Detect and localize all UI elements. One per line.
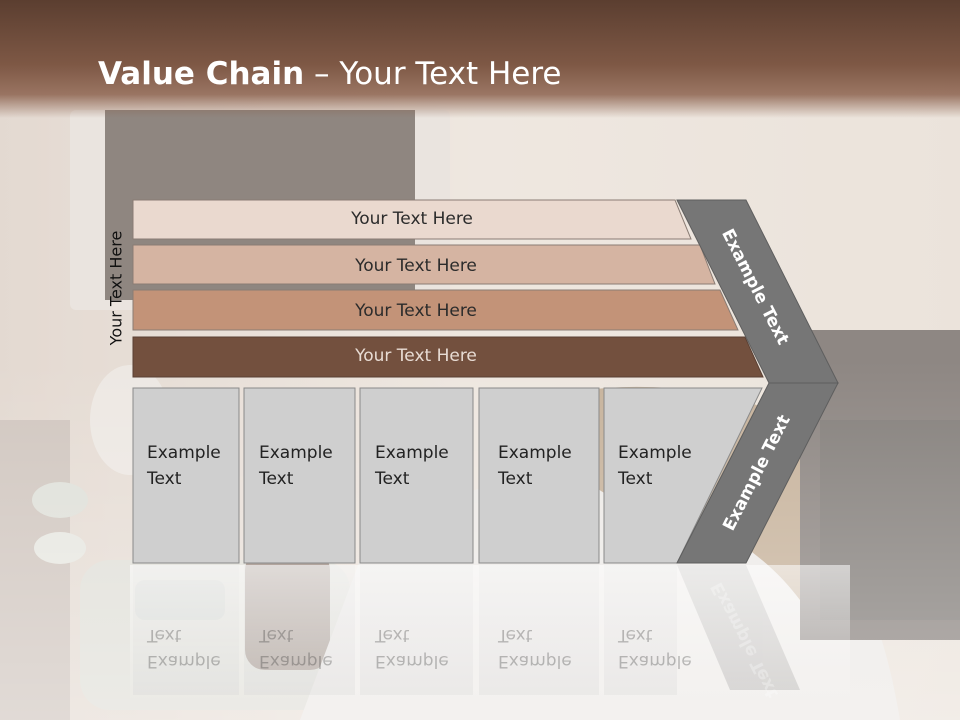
box-1-reflection-line1: Example	[147, 651, 221, 671]
box-2-reflection: Example Text	[259, 622, 359, 674]
box-2-line2: Text	[259, 469, 294, 489]
box-5-reflection: Example Text	[618, 622, 718, 674]
box-3-reflection-line2: Text	[375, 625, 410, 645]
box-2-reflection-line2: Text	[259, 625, 294, 645]
box-3-line1: Example	[375, 443, 449, 463]
box-1-line1: Example	[147, 443, 221, 463]
box-2-reflection-line1: Example	[259, 651, 333, 671]
box-4-line1: Example	[498, 443, 572, 463]
bar-3-label: Your Text Here	[355, 301, 477, 321]
bar-2	[132, 244, 716, 285]
box-1-reflection: Example Text	[147, 622, 247, 674]
title-bold: Value Chain	[98, 56, 305, 92]
box-2	[243, 387, 356, 564]
box-1-label: Example Text	[147, 440, 247, 492]
box-5-line2: Text	[618, 469, 653, 489]
box-5-line1: Example	[618, 443, 692, 463]
box-3-reflection-line1: Example	[375, 651, 449, 671]
bar-2-label: Your Text Here	[355, 256, 477, 276]
bar-3	[132, 289, 739, 331]
box-5-reflection-line1: Example	[618, 651, 692, 671]
slide-title: Value Chain – Your Text Here	[98, 52, 561, 96]
box-4-reflection: Example Text	[498, 622, 598, 674]
box-1	[132, 387, 240, 564]
title-band	[0, 0, 960, 118]
title-rest: – Your Text Here	[304, 56, 562, 92]
box-2-line1: Example	[259, 443, 333, 463]
bar-1-label: Your Text Here	[351, 209, 473, 229]
box-4	[478, 387, 600, 564]
box-5-reflection-line2: Text	[618, 625, 653, 645]
box-2-label: Example Text	[259, 440, 359, 492]
bar-4	[132, 336, 764, 378]
box-1-line2: Text	[147, 469, 182, 489]
box-4-reflection-line2: Text	[498, 625, 533, 645]
arrow-bottom-segment	[676, 382, 839, 564]
bar-1	[132, 199, 692, 240]
box-3-reflection: Example Text	[375, 622, 475, 674]
box-3-label: Example Text	[375, 440, 475, 492]
box-3	[359, 387, 474, 564]
box-4-reflection-line1: Example	[498, 651, 572, 671]
box-1-reflection-line2: Text	[147, 625, 182, 645]
box-5-label: Example Text	[618, 440, 718, 492]
box-4-line2: Text	[498, 469, 533, 489]
box-3-line2: Text	[375, 469, 410, 489]
box-4-label: Example Text	[498, 440, 598, 492]
bar-4-label: Your Text Here	[355, 346, 477, 366]
